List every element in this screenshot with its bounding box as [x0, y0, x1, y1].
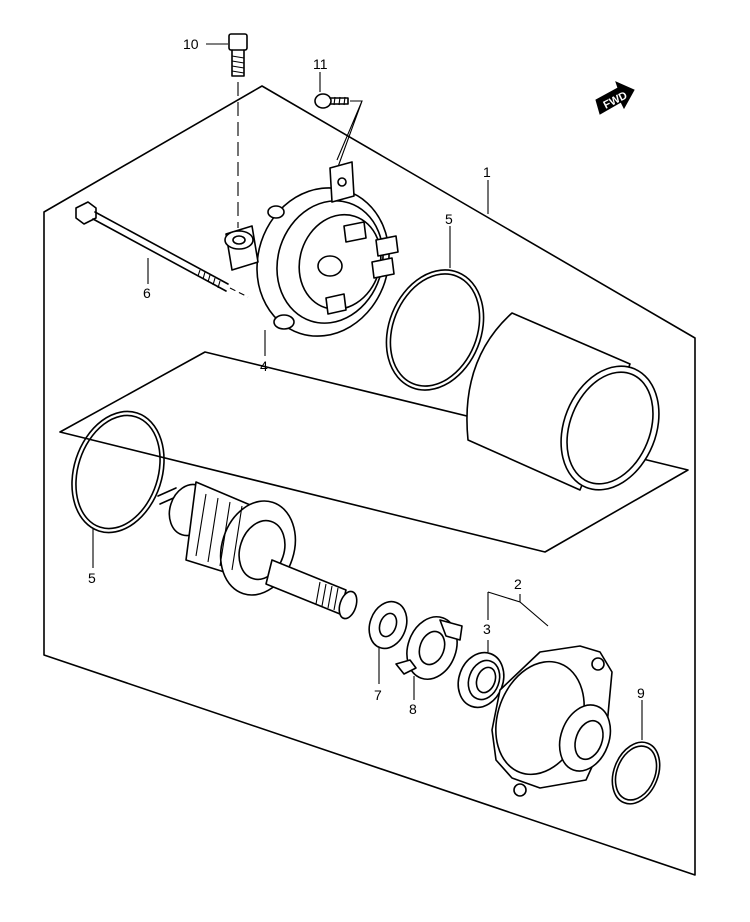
- callout-11: 11: [313, 56, 328, 72]
- armature: [157, 481, 358, 620]
- callout-4: 4: [260, 358, 268, 374]
- rear-cover-4: [224, 161, 399, 337]
- fwd-label: FWD: [602, 90, 630, 112]
- yoke-housing-1: [466, 312, 660, 491]
- leader-lines: [92, 43, 643, 740]
- bearing-3: [457, 651, 505, 709]
- through-bolt-6: [75, 201, 249, 298]
- screw-11: [314, 93, 363, 176]
- o-ring-5-upper: [385, 269, 485, 391]
- plate-8: [395, 616, 463, 680]
- callout-9: 9: [637, 685, 645, 701]
- callout-10: 10: [183, 36, 199, 52]
- callout-3: 3: [483, 621, 491, 637]
- callout-7: 7: [374, 687, 382, 703]
- subassembly-frame: [59, 351, 689, 553]
- o-ring-5-lower: [71, 410, 165, 534]
- washer-7: [368, 600, 408, 650]
- callout-5-lower: 5: [88, 570, 96, 586]
- callout-6: 6: [143, 285, 151, 301]
- front-housing-2: [491, 645, 613, 797]
- bolt-10: [228, 33, 248, 228]
- callout-2: 2: [514, 576, 522, 592]
- assembly-frame: [43, 85, 696, 876]
- callout-8: 8: [409, 701, 417, 717]
- o-ring-9: [611, 741, 661, 805]
- callout-5-upper: 5: [445, 211, 453, 227]
- fwd-arrow-icon: FWD: [595, 81, 635, 115]
- callout-1: 1: [483, 164, 491, 180]
